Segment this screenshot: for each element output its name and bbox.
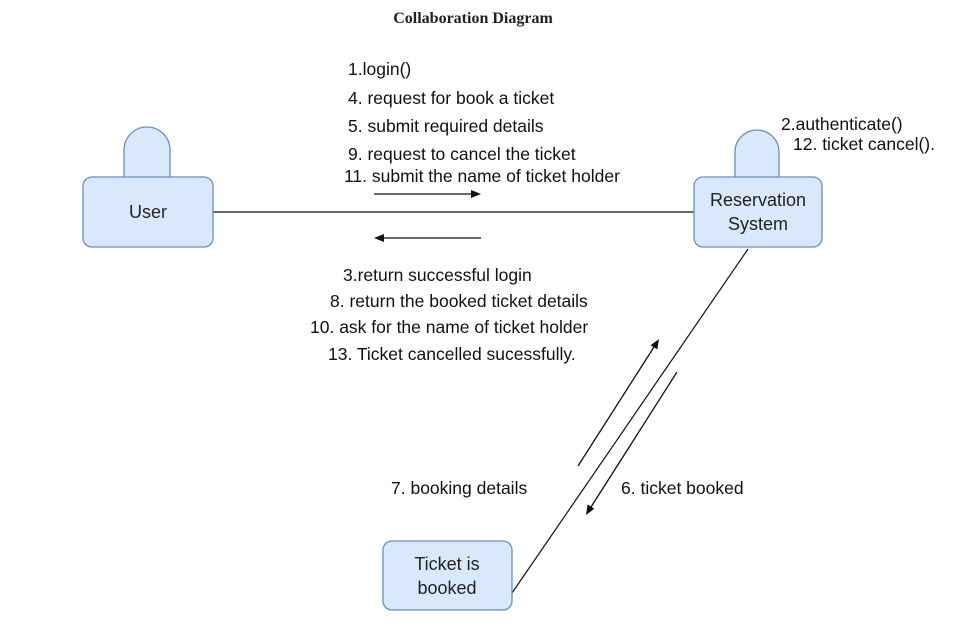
message-10: 10. ask for the name of ticket holder <box>310 317 588 337</box>
message-12: 12. ticket cancel(). <box>793 134 935 154</box>
message-13: 13. Ticket cancelled sucessfully. <box>328 344 576 364</box>
arrow-ticket-to-system <box>577 339 659 467</box>
user-actor-head <box>123 126 171 177</box>
ticket-box <box>382 540 513 611</box>
message-2: 2.authenticate() <box>781 114 903 134</box>
message-3: 3.return successful login <box>343 265 532 285</box>
message-5: 5. submit required details <box>348 116 544 136</box>
reservation-label-line2: System <box>728 214 788 234</box>
link-reservation-ticket <box>511 248 749 594</box>
message-8: 8. return the booked ticket details <box>330 291 588 311</box>
messages-system-to-user: 3.return successful login 8. return the … <box>310 265 588 364</box>
message-4: 4. request for book a ticket <box>348 88 554 108</box>
message-1: 1.login() <box>348 59 411 79</box>
arrow-user-to-system <box>374 190 481 198</box>
arrow-system-to-ticket <box>586 371 678 515</box>
ticket-label-line2: booked <box>417 578 476 598</box>
user-node[interactable]: User <box>82 126 214 248</box>
ticket-booked-node[interactable]: Ticket is booked <box>382 540 513 611</box>
reservation-system-node[interactable]: Reservation System <box>693 129 823 248</box>
arrow-system-to-user <box>374 234 481 242</box>
reservation-label-line1: Reservation <box>710 190 806 210</box>
message-11: 11. submit the name of ticket holder <box>344 166 620 186</box>
ticket-label-line1: Ticket is <box>414 554 479 574</box>
user-label: User <box>129 202 167 222</box>
reservation-box <box>693 176 823 248</box>
reservation-actor-head <box>734 129 780 177</box>
messages-user-to-system: 1.login() 4. request for book a ticket 5… <box>344 59 620 186</box>
messages-system-self: 2.authenticate() 12. ticket cancel(). <box>781 114 935 154</box>
message-9: 9. request to cancel the ticket <box>348 144 576 164</box>
diagram-title: Collaboration Diagram <box>393 10 553 27</box>
user-box <box>82 176 214 248</box>
message-7: 7. booking details <box>391 478 527 498</box>
message-6: 6. ticket booked <box>621 478 744 498</box>
